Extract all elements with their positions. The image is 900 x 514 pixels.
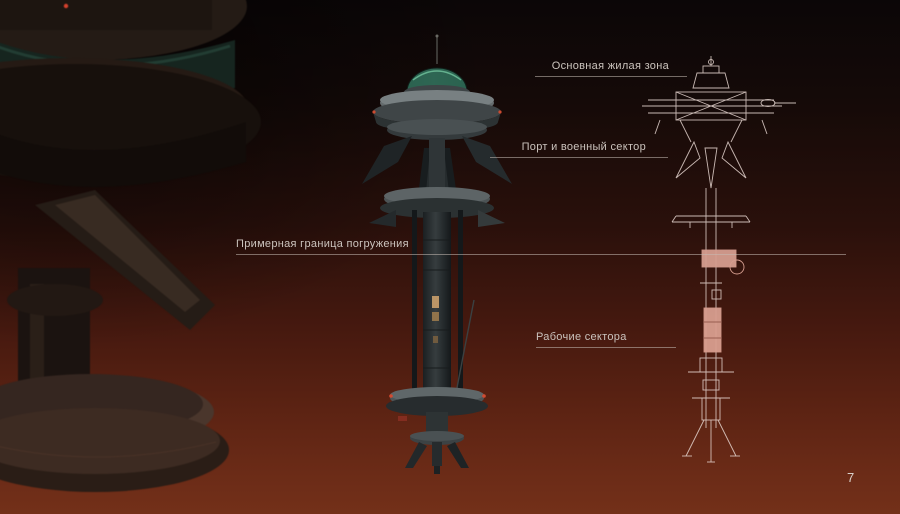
right-fin xyxy=(462,136,512,184)
blueprint-left-fin xyxy=(675,140,701,179)
page-number: 7 xyxy=(847,470,855,485)
callout-submersion-boundary: Примерная граница погружения xyxy=(236,238,846,256)
callout-port-military-sector-line xyxy=(490,157,668,159)
callout-working-sectors: Рабочие сектора xyxy=(536,331,676,349)
callout-port-military-sector: Порт и военный сектор xyxy=(490,141,668,159)
callout-submersion-boundary-line xyxy=(236,254,846,256)
callout-working-sectors-line xyxy=(536,347,676,349)
closeup-red-light xyxy=(63,3,69,9)
callout-submersion-boundary-label: Примерная граница погружения xyxy=(236,238,409,250)
closeup-structure xyxy=(0,0,261,492)
callout-port-military-sector-label: Порт и военный сектор xyxy=(521,141,646,153)
callout-main-living-zone: Основная жилая зона xyxy=(535,60,687,78)
blueprint-highlight-sector xyxy=(703,307,722,353)
left-fin xyxy=(362,136,412,184)
callout-main-living-zone-label: Основная жилая зона xyxy=(551,60,669,72)
callout-working-sectors-label: Рабочие сектора xyxy=(536,331,627,343)
station-blueprint xyxy=(642,56,796,463)
station-render xyxy=(362,34,512,474)
callout-main-living-zone-line xyxy=(535,76,687,78)
lit-window xyxy=(432,296,439,308)
blueprint-right-fin xyxy=(721,140,747,179)
